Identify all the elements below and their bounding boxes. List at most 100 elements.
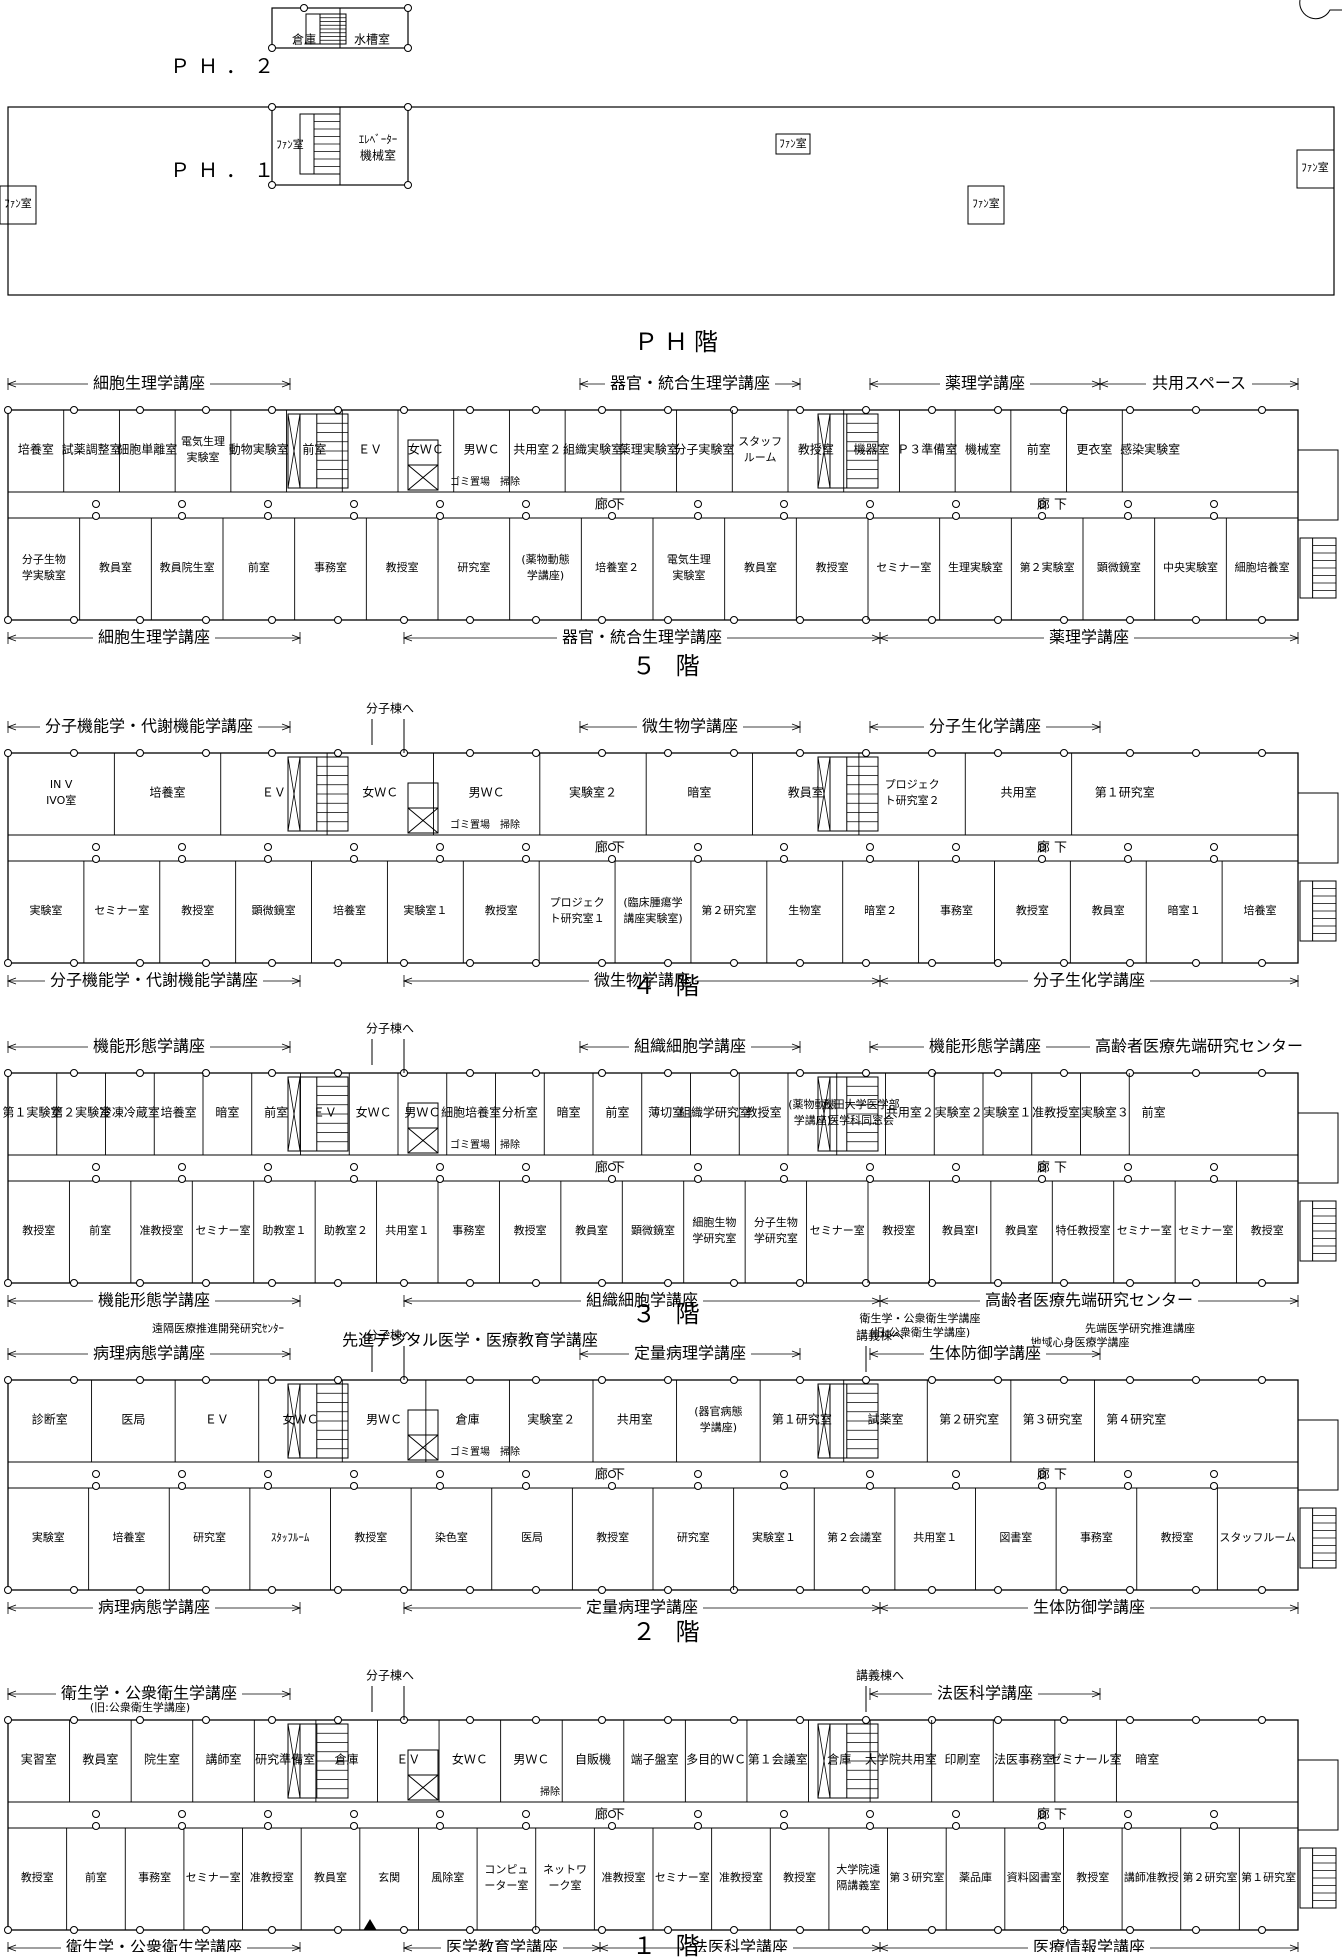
column-marker xyxy=(1210,1482,1218,1490)
column-marker xyxy=(1038,1163,1046,1171)
room-label: ト研究室１ xyxy=(550,911,605,925)
column-marker xyxy=(730,1376,738,1384)
room-label: 教員室 xyxy=(788,785,824,800)
column-marker xyxy=(1210,1163,1218,1171)
dim-arrow xyxy=(291,634,302,642)
column-marker xyxy=(780,1470,788,1478)
column-marker xyxy=(1124,1175,1132,1183)
column-marker xyxy=(1038,1470,1046,1478)
section-label: 機能形態学講座 xyxy=(93,1037,205,1056)
dim-arrow xyxy=(281,723,292,731)
section-label: 医療情報学講座 xyxy=(1033,1938,1145,1953)
dim-arrow xyxy=(791,1043,802,1051)
column-marker xyxy=(436,1470,444,1478)
wall-rect xyxy=(1297,1112,1339,1184)
column-marker xyxy=(202,1586,210,1594)
column-marker xyxy=(268,616,276,624)
column-marker xyxy=(928,616,936,624)
column-marker xyxy=(92,500,100,508)
wall-line xyxy=(407,1434,439,1461)
room-label: 男ＷＣ xyxy=(513,1753,549,1767)
room-label: コンピュ xyxy=(484,1863,528,1876)
room-label: 院生室 xyxy=(144,1752,180,1767)
floor5-caption: ５ 階 xyxy=(632,652,706,680)
column-marker xyxy=(70,1376,78,1384)
section-label: 定量病理学講座 xyxy=(634,1344,746,1363)
wall-rect xyxy=(1297,1419,1339,1491)
dim-arrow xyxy=(868,1043,879,1051)
room-label: ＥＶ xyxy=(396,1753,420,1767)
column-marker xyxy=(994,616,1002,624)
column-marker xyxy=(350,1163,358,1171)
column-marker xyxy=(350,500,358,508)
column-marker xyxy=(178,500,186,508)
column-marker xyxy=(780,843,788,851)
room-label: Ｐ３準備室 xyxy=(897,442,957,457)
room-label: セミナー室 xyxy=(186,1870,241,1884)
column-marker xyxy=(522,1163,530,1171)
room-label: 学研究室 xyxy=(754,1231,798,1245)
column-marker xyxy=(532,749,540,757)
wall-line xyxy=(287,756,301,832)
room-label: 第３研究室 xyxy=(1023,1412,1083,1427)
room-label: 細胞培養室 xyxy=(1235,560,1290,574)
room-label: 研究室 xyxy=(677,1530,710,1544)
room-label: 教授室 xyxy=(596,1530,629,1544)
column-marker xyxy=(1038,855,1046,863)
room-label: 特任教授室 xyxy=(1056,1223,1111,1237)
column-marker xyxy=(608,512,616,520)
room-label: 実験室２ xyxy=(935,1105,983,1120)
room-label: 研究室 xyxy=(193,1530,226,1544)
column-marker xyxy=(436,1175,444,1183)
dim-arrow xyxy=(578,1350,589,1358)
room-label: 男ＷＣ xyxy=(464,443,500,457)
room-label: 准教授室 xyxy=(140,1223,184,1237)
room-label: 事務室 xyxy=(314,560,347,574)
room-label: 共用室 xyxy=(1000,785,1036,800)
dim-arrow xyxy=(1098,380,1109,388)
column-marker xyxy=(350,855,358,863)
column-marker xyxy=(202,1926,210,1934)
column-marker xyxy=(730,749,738,757)
dim-arrow xyxy=(291,1604,302,1612)
room-label: 教員室 xyxy=(744,560,777,574)
column-marker xyxy=(1126,1376,1134,1384)
column-marker xyxy=(866,855,874,863)
column-marker xyxy=(1060,406,1068,414)
room-label: 動物実験室 xyxy=(229,442,289,457)
column-marker xyxy=(1192,1716,1200,1724)
column-marker xyxy=(866,1470,874,1478)
column-marker xyxy=(92,1482,100,1490)
room-label: 女ＷＣ xyxy=(356,1105,392,1120)
column-marker xyxy=(4,749,12,757)
column-marker xyxy=(598,749,606,757)
room-label: 教員室 xyxy=(575,1223,608,1237)
column-marker xyxy=(334,1586,342,1594)
column-marker xyxy=(202,749,210,757)
room-label: 冷凍冷蔵室 xyxy=(100,1105,160,1120)
column-marker xyxy=(466,406,474,414)
column-marker xyxy=(92,1175,100,1183)
column-marker xyxy=(1126,616,1134,624)
column-marker xyxy=(268,1926,276,1934)
room-label: 共用室 xyxy=(617,1412,653,1427)
room-label: 前室 xyxy=(1142,1105,1166,1120)
dim-mask xyxy=(687,1938,793,1952)
column-marker xyxy=(796,959,804,967)
column-marker xyxy=(1192,749,1200,757)
room-label: IN V xyxy=(50,778,73,791)
room-label: 教授室 xyxy=(882,1223,915,1237)
room-label: 大学院共用室 xyxy=(865,1752,937,1767)
column-marker xyxy=(178,855,186,863)
room-label: 教授室 xyxy=(798,442,834,457)
column-marker xyxy=(862,1716,870,1724)
room-label: 倉庫 xyxy=(456,1412,480,1427)
column-marker xyxy=(694,1482,702,1490)
wall-line xyxy=(287,413,301,489)
column-marker xyxy=(862,749,870,757)
column-marker xyxy=(694,1163,702,1171)
column-marker xyxy=(730,1926,738,1934)
column-marker xyxy=(1258,1069,1266,1077)
dim-arrow xyxy=(878,1604,889,1612)
room-label: 多目的ＷＣ xyxy=(686,1752,746,1767)
